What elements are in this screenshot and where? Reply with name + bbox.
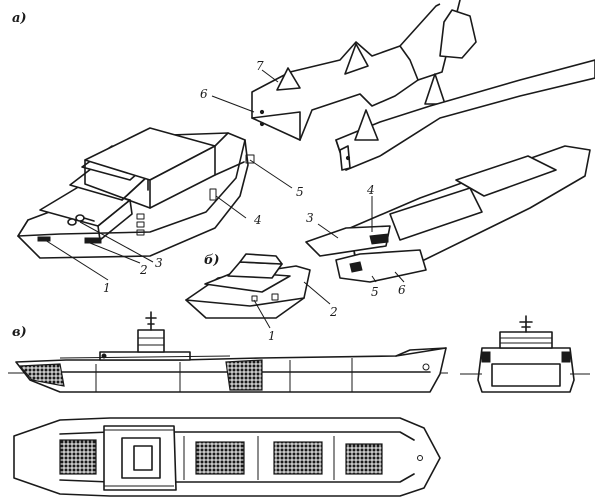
connector-modules-a: [251, 0, 595, 171]
section-label-a: а): [12, 11, 27, 26]
callout-6-upper: 6: [200, 87, 208, 101]
section-label-b: б): [204, 253, 220, 268]
callout-2: 2: [139, 263, 148, 277]
section-label-c: в): [12, 325, 27, 340]
plan-view: [13, 417, 441, 497]
callout-5: 5: [296, 185, 304, 199]
end-elevation: [460, 315, 590, 393]
callout-6-right: 6: [398, 283, 406, 297]
callout-b-1: 1: [268, 329, 276, 343]
callout-3: 3: [155, 256, 163, 270]
callout-5-right: 5: [371, 285, 379, 299]
callouts-left-ship: 1 2 3 4 5: [44, 159, 304, 295]
callout-b-2: 2: [329, 305, 338, 319]
callouts-right-ship: 7 6 3 4 5 6: [200, 59, 406, 299]
forward-module-a: [17, 127, 255, 259]
forward-module-b: [185, 253, 311, 319]
callout-4-right: 4: [366, 183, 375, 197]
side-elevation: [8, 311, 448, 393]
callout-1: 1: [103, 281, 111, 295]
callout-3-right: 3: [306, 211, 314, 225]
callouts-b: 1 2: [253, 281, 338, 343]
cargo-hull-a: [305, 145, 591, 283]
callout-7: 7: [256, 59, 264, 73]
callout-4: 4: [253, 213, 262, 227]
